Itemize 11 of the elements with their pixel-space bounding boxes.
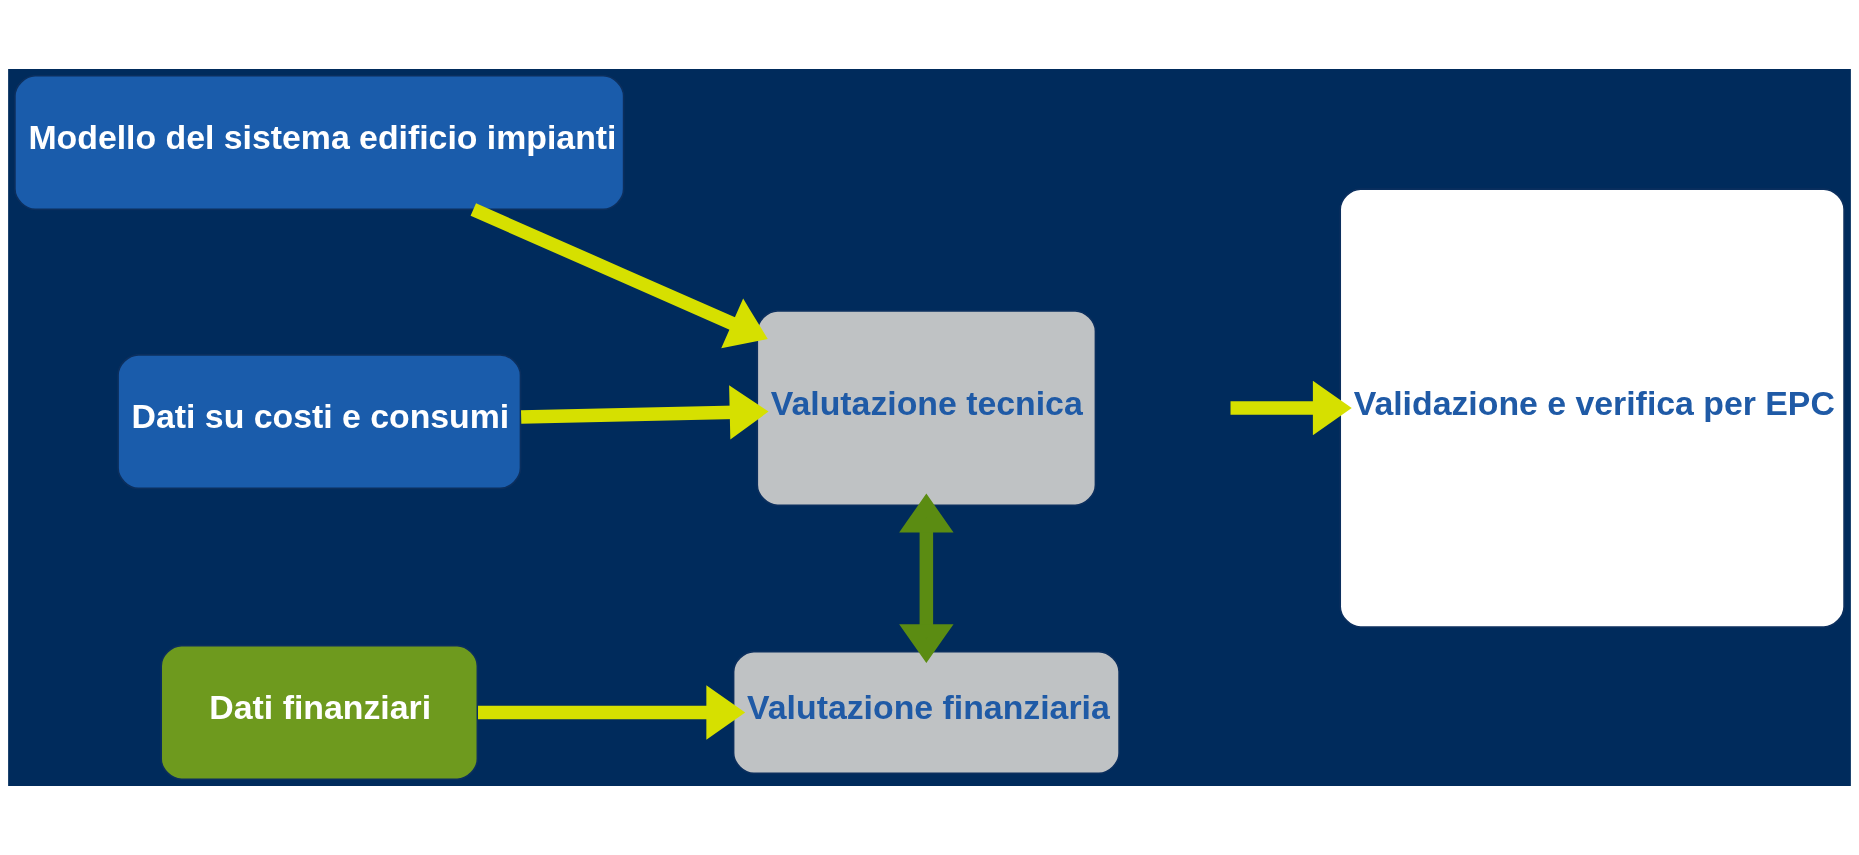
node-box: Dati finanziari (160, 644, 479, 781)
arrow (470, 203, 768, 349)
arrow (478, 685, 746, 740)
arrow (899, 493, 954, 663)
node-box: Validazione e verifica per EPC (1339, 188, 1845, 628)
node-box: Valutazione finanziaria (732, 650, 1120, 775)
node-box: Dati su costi e consumi (117, 353, 522, 490)
arrow (1230, 380, 1352, 436)
node-box: Modello del sistema edificio impianti (14, 74, 625, 211)
node-box: Valutazione tecnica (756, 309, 1097, 507)
arrow (521, 385, 769, 440)
